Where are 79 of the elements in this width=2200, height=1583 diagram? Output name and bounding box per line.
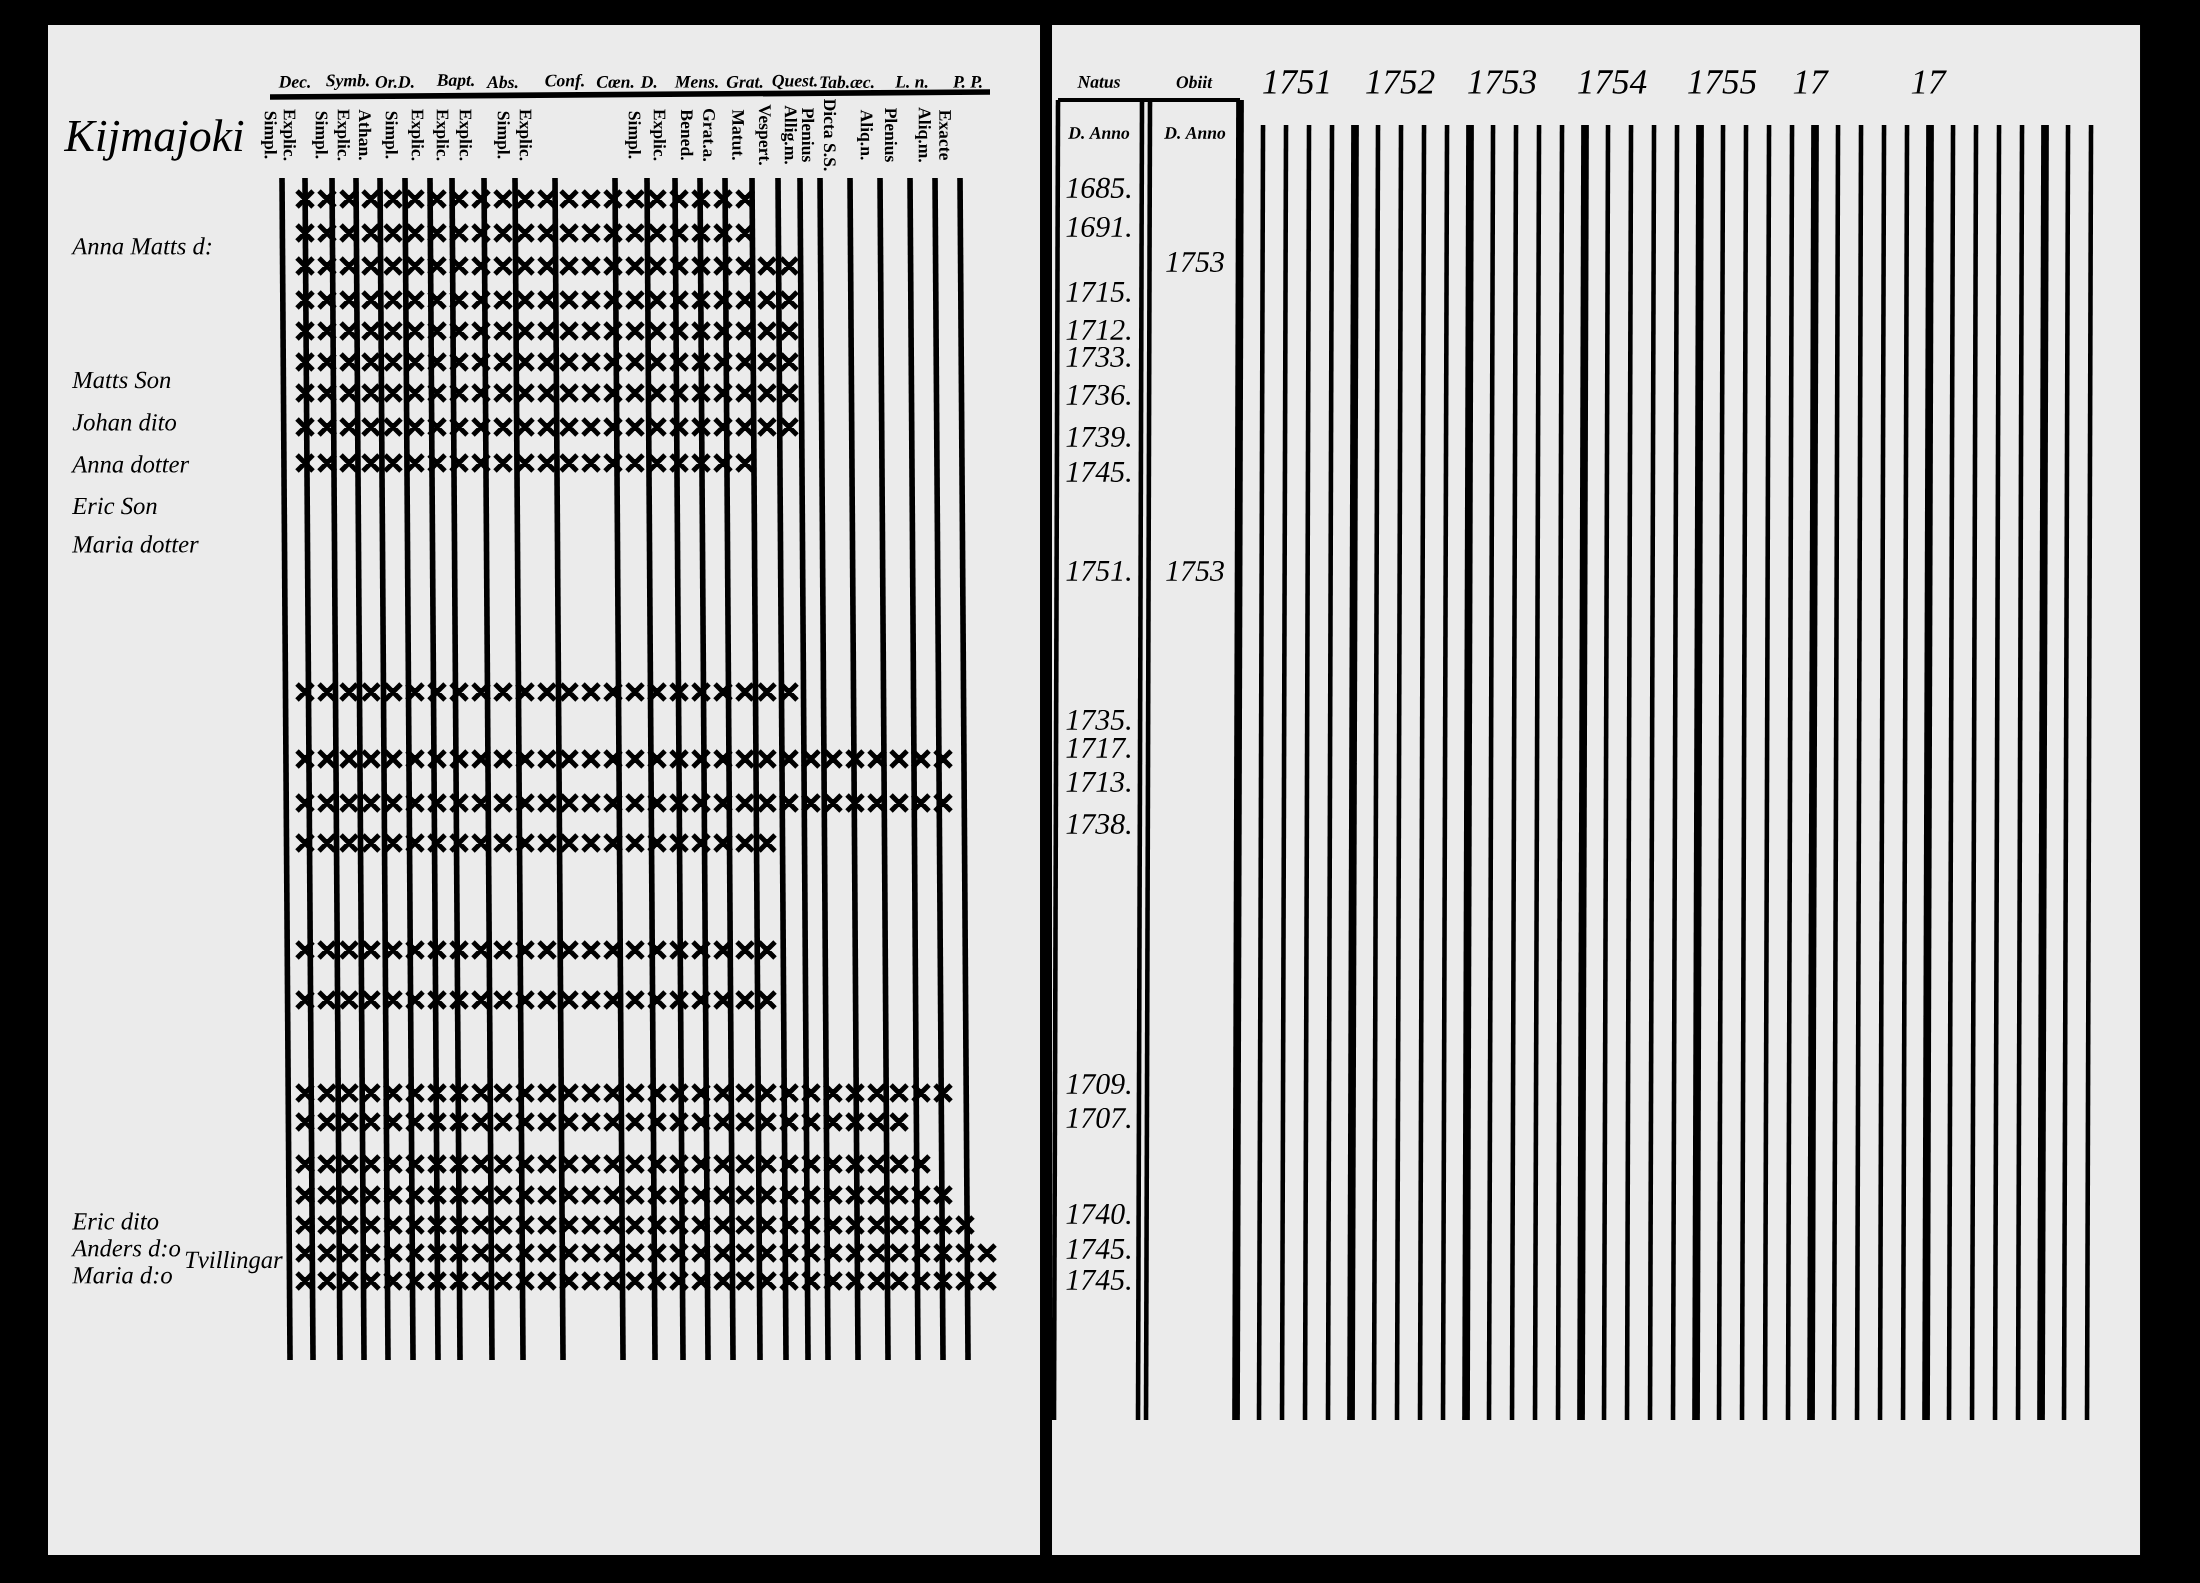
name-entry: Eric dito xyxy=(71,1212,159,1230)
name-entry: Maria dotter xyxy=(71,535,199,553)
name-entry: Johan dito xyxy=(72,413,177,431)
name-entry: Eric Son xyxy=(71,497,157,515)
year-entry: 1735. xyxy=(1066,709,1130,731)
name-entry: Anna Matts d: xyxy=(70,237,212,255)
column-subheading: Explic. xyxy=(456,109,472,161)
name-entry: Anna dotter xyxy=(70,455,190,473)
column-heading: Dec. xyxy=(278,76,310,88)
year-entry: 1753 xyxy=(1166,251,1224,272)
column-heading: Abs. xyxy=(486,75,518,89)
column-subheading: Dicta S.S. xyxy=(823,98,837,171)
year-heading: 17 xyxy=(1911,70,1947,94)
column-subheading: Explic. xyxy=(334,109,350,161)
year-entry: 1745. xyxy=(1066,461,1130,483)
year-entry: 1712. xyxy=(1066,319,1130,341)
column-heading: D. Anno xyxy=(1164,127,1226,139)
column-subheading: Aliq.m. xyxy=(915,107,931,163)
column-heading: L. n. xyxy=(895,76,928,88)
column-subheading: Explic. xyxy=(516,109,532,161)
column-heading: D. Anno xyxy=(1068,127,1130,139)
year-entry: 1685. xyxy=(1066,177,1130,199)
column-heading: Cœn. D. xyxy=(596,76,657,88)
column-subheading: Simpl. xyxy=(312,111,328,159)
name-entry: Tvillingar xyxy=(185,1250,283,1274)
year-entry: 1709. xyxy=(1066,1073,1130,1095)
column-subheading: Grat.a. xyxy=(703,109,715,162)
column-heading: Quest. xyxy=(772,74,817,90)
year-entry: 1736. xyxy=(1066,384,1130,406)
column-subheading: Explic. xyxy=(650,109,666,161)
year-heading: 1754 xyxy=(1578,70,1647,94)
year-heading: 1755 xyxy=(1688,70,1757,94)
column-heading: Bapt. xyxy=(436,74,474,90)
column-heading: P. P. xyxy=(952,76,982,88)
heading: Kijmajoki xyxy=(63,119,244,161)
column-subheading: Vespert. xyxy=(755,104,771,165)
year-heading: 1752 xyxy=(1366,70,1435,94)
column-subheading: Simpl. xyxy=(382,111,398,159)
column-heading: Mens. xyxy=(674,76,718,88)
column-heading: Obiit xyxy=(1176,75,1213,89)
name-entry: Matts Son xyxy=(71,371,171,389)
year-heading: 17 xyxy=(1793,70,1829,94)
year-entry: 1740. xyxy=(1066,1203,1130,1225)
year-entry: 1691. xyxy=(1066,216,1130,238)
column-heading: Grat. xyxy=(726,76,763,88)
column-subheading: Matut. xyxy=(732,109,744,160)
column-heading: Or.D. xyxy=(375,76,414,88)
column-subheading: Explic. xyxy=(280,109,296,161)
column-subheading: Plenius xyxy=(801,107,815,162)
column-subheading: Plenius xyxy=(884,107,898,162)
year-entry: 1739. xyxy=(1066,426,1130,448)
column-subheading: Explic. xyxy=(408,109,424,161)
column-heading: Tab.æc. xyxy=(820,75,874,89)
column-heading: Symb. xyxy=(326,74,369,90)
name-entry: Maria d:o xyxy=(71,1266,172,1284)
column-subheading: Athan. xyxy=(358,109,372,160)
column-subheading: Simpl. xyxy=(494,111,510,159)
year-entry: 1751. xyxy=(1066,560,1130,582)
year-entry: 1745. xyxy=(1066,1269,1130,1291)
year-entry: 1738. xyxy=(1066,813,1130,835)
column-subheading: Aliq.n. xyxy=(857,109,873,160)
year-heading: 1753 xyxy=(1468,70,1536,94)
year-entry: 1753 xyxy=(1166,560,1224,581)
year-entry: 1713. xyxy=(1066,771,1130,793)
column-subheading: Exacte xyxy=(939,109,951,160)
year-entry: 1745. xyxy=(1066,1238,1130,1260)
year-entry: 1715. xyxy=(1066,281,1130,303)
year-entry: 1733. xyxy=(1066,346,1130,368)
column-subheading: Allig.m. xyxy=(781,105,798,164)
column-subheading: Simpl. xyxy=(625,111,641,159)
column-heading: Natus xyxy=(1077,76,1120,88)
name-entry: Anders d:o xyxy=(70,1239,181,1257)
column-subheading: Explic. xyxy=(433,109,449,161)
year-heading: 1751 xyxy=(1263,70,1329,94)
column-heading: Conf. xyxy=(545,73,584,91)
year-entry: 1707. xyxy=(1066,1107,1130,1129)
column-subheading: Bened. xyxy=(680,109,694,160)
year-entry: 1717. xyxy=(1066,737,1130,759)
column-subheading: Simpl. xyxy=(261,111,277,159)
